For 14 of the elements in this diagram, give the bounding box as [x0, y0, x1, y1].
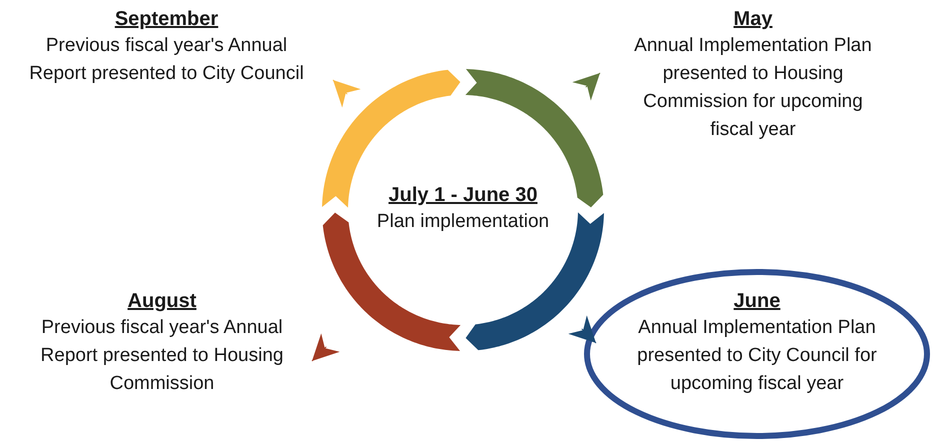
month-heading: June — [734, 289, 780, 314]
month-heading: September — [114, 7, 218, 32]
arrow — [332, 80, 361, 108]
description-text: Annual Implementation Plan presented to City Council for upcoming fiscal year — [636, 316, 878, 396]
month-heading: August — [128, 289, 196, 314]
description-text: Plan implementation — [376, 210, 550, 234]
description-text: Previous fiscal year's Annual Report presented to Housing Commission — [40, 316, 284, 396]
arrow — [572, 72, 600, 101]
arrow — [312, 333, 340, 362]
period-heading: July 1 - June 30 — [388, 183, 538, 208]
arrow — [568, 315, 596, 344]
description-text: Annual Implementation Plan presented to Housing Commission for upcoming fiscal year — [633, 34, 873, 142]
description-text: Previous fiscal year's Annual Report presented to City Council — [28, 34, 305, 86]
month-heading: May — [734, 7, 772, 32]
